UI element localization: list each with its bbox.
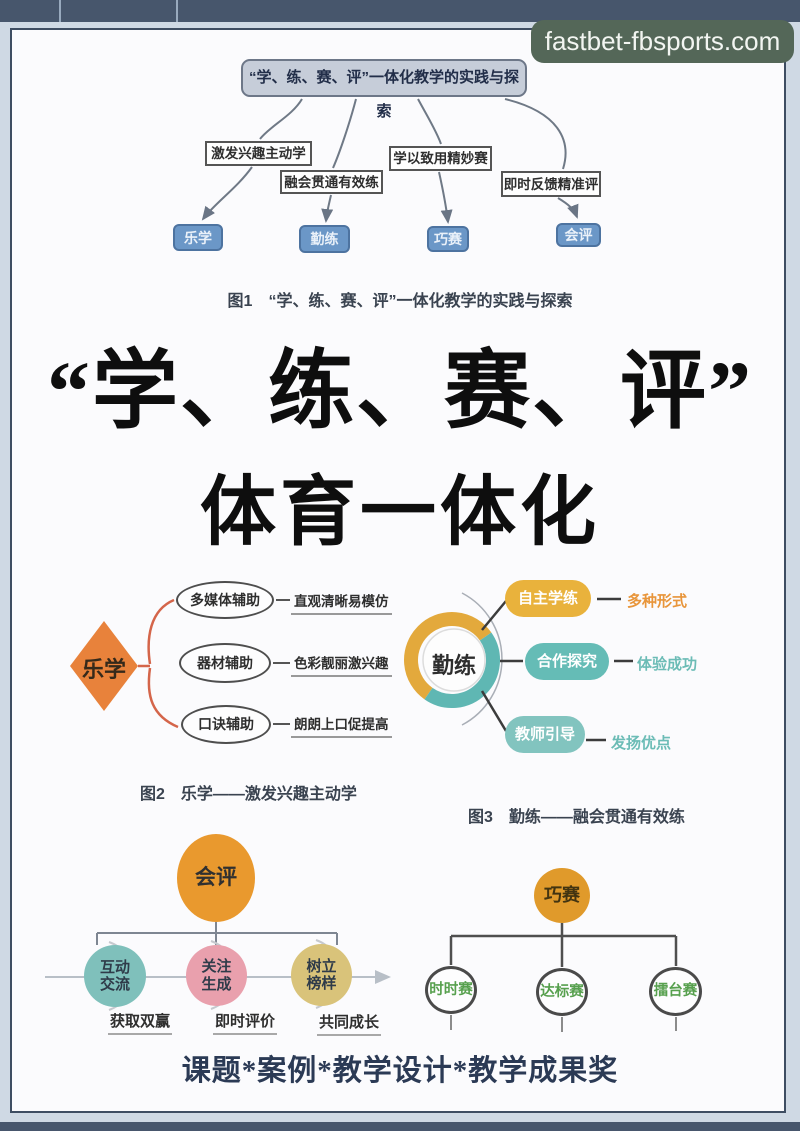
fig4-circle-label-top: 互动 bbox=[99, 958, 130, 976]
fig1-leaf-node: 勤练 bbox=[299, 225, 350, 253]
headline-line2: 体育一体化 bbox=[200, 471, 600, 555]
fig3-pill-node: 合作探究 bbox=[525, 643, 609, 680]
fig2-note: 直观清晰易模仿 bbox=[291, 590, 392, 615]
fig5-circle-node: 擂台赛 bbox=[649, 967, 702, 1016]
fig3-caption: 图3 勤练——融会贯通有效练 bbox=[468, 809, 685, 826]
fig4-circle-label-bottom: 交流 bbox=[99, 976, 130, 993]
fig2-center-node: 乐学 bbox=[81, 657, 126, 682]
fig2-note: 朗朗上口促提高 bbox=[291, 713, 392, 738]
fig4-circle-label-bottom: 生成 bbox=[201, 975, 232, 993]
fig5-circle-node: 达标赛 bbox=[536, 968, 588, 1016]
fig4-note: 即时评价 bbox=[213, 1010, 278, 1035]
fig1-leaf-node: 会评 bbox=[556, 223, 601, 247]
fig4-circle-node: 互动 交流 bbox=[84, 945, 146, 1007]
headline-line1: “学、练、赛、评” bbox=[47, 343, 753, 439]
watermark-url-banner[interactable]: fastbet-fbsports.com bbox=[531, 20, 794, 63]
fig4-circle-node: 树立 榜样 bbox=[291, 944, 352, 1006]
fig4-center-node: 会评 bbox=[177, 834, 255, 922]
fig1-leaf-node: 巧赛 bbox=[427, 226, 469, 252]
fig1-branch-node: 学以致用精妙赛 bbox=[389, 146, 492, 171]
fig2-oval-node: 器材辅助 bbox=[179, 643, 271, 683]
fig2-oval-node: 多媒体辅助 bbox=[176, 581, 274, 619]
fig4-note: 获取双赢 bbox=[108, 1010, 173, 1035]
fig3-note: 发扬优点 bbox=[611, 735, 672, 752]
fig4-circle-label-bottom: 榜样 bbox=[306, 975, 337, 992]
fig2-caption: 图2 乐学——激发兴趣主动学 bbox=[140, 786, 357, 803]
fig5-circle-node: 时时赛 bbox=[425, 966, 477, 1014]
fig4-circle-node: 关注 生成 bbox=[186, 945, 247, 1006]
window-bottom-bar bbox=[0, 1122, 800, 1131]
fig4-circle-label-top: 树立 bbox=[306, 957, 337, 975]
fig5-center-node: 巧赛 bbox=[534, 868, 590, 923]
fig4-note: 共同成长 bbox=[317, 1011, 382, 1036]
fig4-circle-label-top: 关注 bbox=[201, 958, 232, 976]
fig1-branch-node: 激发兴趣主动学 bbox=[205, 141, 312, 166]
footer-caption: 课题*案例*教学设计*教学成果奖 bbox=[181, 1055, 619, 1087]
top-bar-separator bbox=[176, 0, 178, 22]
top-bar-separator bbox=[59, 0, 61, 22]
window-top-bar bbox=[0, 0, 800, 22]
fig3-note: 体验成功 bbox=[637, 656, 698, 673]
fig1-root-node: “学、练、赛、评”一体化教学的实践与探索 bbox=[241, 59, 527, 120]
fig3-pill-node: 自主学练 bbox=[505, 580, 591, 617]
fig2-note: 色彩靓丽激兴趣 bbox=[291, 652, 392, 677]
fig2-oval-node: 口诀辅助 bbox=[181, 705, 271, 744]
fig3-pill-node: 教师引导 bbox=[505, 716, 585, 753]
fig1-leaf-node: 乐学 bbox=[173, 224, 223, 251]
fig1-branch-node: 即时反馈精准评 bbox=[501, 171, 601, 197]
fig3-center-node: 勤练 bbox=[431, 653, 476, 678]
fig1-branch-node: 融会贯通有效练 bbox=[280, 170, 383, 194]
fig3-note: 多种形式 bbox=[627, 593, 688, 610]
fig1-caption: 图1 “学、练、赛、评”一体化教学的实践与探索 bbox=[227, 293, 573, 310]
